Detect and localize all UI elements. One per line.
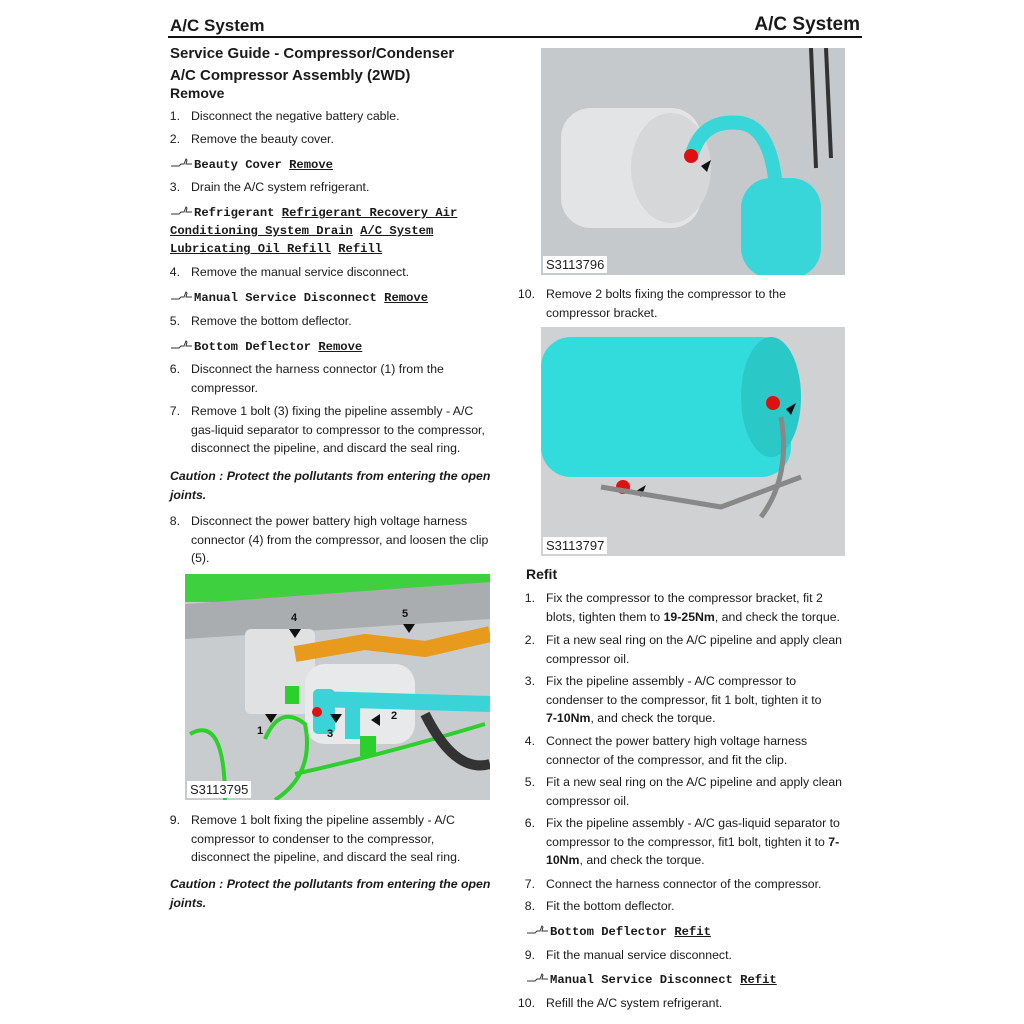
reference-link[interactable]: Bottom Deflector Remove: [170, 338, 362, 356]
header-left: A/C System: [170, 16, 265, 35]
pointing-hand-icon: [526, 924, 550, 936]
svg-text:4: 4: [291, 612, 298, 624]
pointing-hand-icon: [170, 157, 194, 169]
page-title: Service Guide - Compressor/Condenser: [170, 45, 455, 62]
reference-link[interactable]: Refrigerant Refrigerant Recovery Air Con…: [170, 205, 458, 256]
header-rule: [168, 36, 862, 38]
remove-heading: Remove: [170, 85, 225, 101]
pointing-hand-icon: [170, 205, 194, 217]
svg-text:3: 3: [327, 728, 333, 740]
figure-compressor-connectors: 4 5 1 2 3 S3113795: [185, 574, 490, 800]
section-title: A/C Compressor Assembly (2WD): [170, 67, 411, 84]
refit-heading: Refit: [526, 566, 558, 582]
svg-text:1: 1: [257, 725, 263, 737]
figure-caption: S3113795: [187, 781, 252, 798]
figure-caption: S3113796: [543, 256, 608, 273]
svg-text:5: 5: [402, 608, 408, 620]
pointing-hand-icon: [170, 290, 194, 302]
reference-link[interactable]: Manual Service Disconnect Remove: [170, 289, 428, 307]
caution-note: Caution : Protect the pollutants from en…: [170, 877, 491, 910]
pointing-hand-icon: [170, 339, 194, 351]
caution-note: Caution : Protect the pollutants from en…: [170, 469, 491, 502]
header-right: A/C System: [754, 14, 860, 35]
reference-link[interactable]: Bottom Deflector Refit: [526, 923, 711, 941]
figure-compressor-bracket: S3113797: [541, 327, 845, 556]
reference-link[interactable]: Beauty Cover Remove: [170, 156, 333, 174]
figure-caption: S3113797: [543, 537, 608, 554]
reference-link[interactable]: Manual Service Disconnect Refit: [526, 971, 777, 989]
figure-compressor-pipeline: S3113796: [541, 48, 845, 275]
svg-text:2: 2: [391, 710, 397, 722]
pointing-hand-icon: [526, 972, 550, 984]
